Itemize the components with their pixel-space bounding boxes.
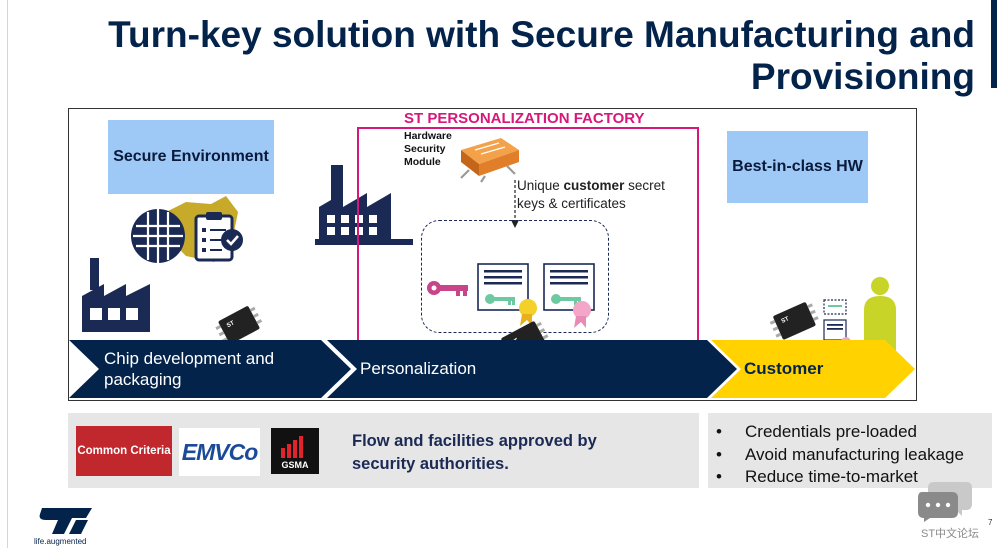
secure-environment-box: Secure Environment xyxy=(108,120,274,194)
keys-certificates-group xyxy=(427,263,595,328)
title-accent-bar xyxy=(991,0,997,88)
step-personalization-label: Personalization xyxy=(360,359,477,378)
svg-text:ST: ST xyxy=(781,316,791,325)
certificate-icon-right xyxy=(823,299,851,347)
chip-icon-left: ST xyxy=(215,306,263,344)
title-line-1: Turn-key solution with Secure Manufactur… xyxy=(108,14,975,55)
factory-icon-left xyxy=(82,258,150,332)
page-title: Turn-key solution with Secure Manufactur… xyxy=(75,14,975,98)
step-1-line-1: Chip development and xyxy=(104,349,275,368)
gsma-text: GSMA xyxy=(281,460,309,470)
page-number: 7 xyxy=(988,518,993,527)
svg-text:ST: ST xyxy=(226,320,236,329)
approval-line-1: Flow and facilities approved by xyxy=(352,432,597,450)
step-chip-development-label: Chip development and packaging xyxy=(104,348,274,390)
benefit-item: Reduce time-to-market xyxy=(708,466,992,489)
factory-icon-middle xyxy=(315,165,413,245)
process-arrows xyxy=(69,340,915,398)
provisioning-arrow xyxy=(511,180,519,228)
customer-person-icon xyxy=(864,277,896,354)
forum-chat-icon xyxy=(918,482,972,522)
step-customer-label: Customer xyxy=(744,359,824,378)
st-logo-icon xyxy=(39,508,92,534)
secret-text-pre: Unique xyxy=(517,178,564,193)
hsm-label: Hardware Security Module xyxy=(404,130,452,169)
arrow-chip-development xyxy=(69,340,351,398)
certifications-panel xyxy=(68,413,699,488)
benefit-item: Avoid manufacturing leakage xyxy=(708,444,992,467)
approval-line-2: security authorities. xyxy=(352,455,509,473)
arrow-personalization xyxy=(327,340,737,398)
secret-text-post: secret xyxy=(624,178,665,193)
emvco-logo: EMVCo xyxy=(179,428,260,476)
hsm-label-line-2: Security xyxy=(404,143,446,155)
benefits-panel: Credentials pre-loaded Avoid manufacturi… xyxy=(708,413,992,488)
gsma-logo: GSMA xyxy=(271,428,319,474)
best-in-class-box: Best-in-class HW xyxy=(727,131,868,203)
hsm-device-icon xyxy=(460,138,519,183)
benefit-item: Credentials pre-loaded xyxy=(708,421,992,444)
hsm-label-line-1: Hardware xyxy=(404,130,452,142)
title-line-2: Provisioning xyxy=(750,56,975,97)
hsm-label-line-3: Module xyxy=(404,156,441,168)
factory-title: ST PERSONALIZATION FACTORY xyxy=(402,110,647,127)
arrow-customer xyxy=(711,340,915,398)
brand-tagline: life.augmented xyxy=(34,537,87,546)
secret-text-line-2: keys & certificates xyxy=(517,196,626,211)
gsma-bars-icon xyxy=(281,436,303,458)
best-in-class-label: Best-in-class HW xyxy=(732,158,863,175)
forum-watermark: ST中文论坛 xyxy=(921,528,980,540)
checklist-icon xyxy=(194,212,243,262)
secure-environment-label: Secure Environment xyxy=(113,148,269,165)
chip-icon-right: ST xyxy=(769,302,819,340)
secret-keys-text: Unique customer secret keys & certificat… xyxy=(517,177,697,213)
step-1-line-2: packaging xyxy=(104,370,182,389)
common-criteria-logo: Common Criteria xyxy=(76,426,172,476)
approval-statement: Flow and facilities approved by security… xyxy=(352,430,652,476)
benefits-list: Credentials pre-loaded Avoid manufacturi… xyxy=(708,421,992,489)
emvco-text: EMVCo xyxy=(181,438,258,465)
secret-text-bold: customer xyxy=(563,178,625,193)
left-margin-line xyxy=(7,0,8,548)
common-criteria-text: Common Criteria xyxy=(77,445,171,457)
